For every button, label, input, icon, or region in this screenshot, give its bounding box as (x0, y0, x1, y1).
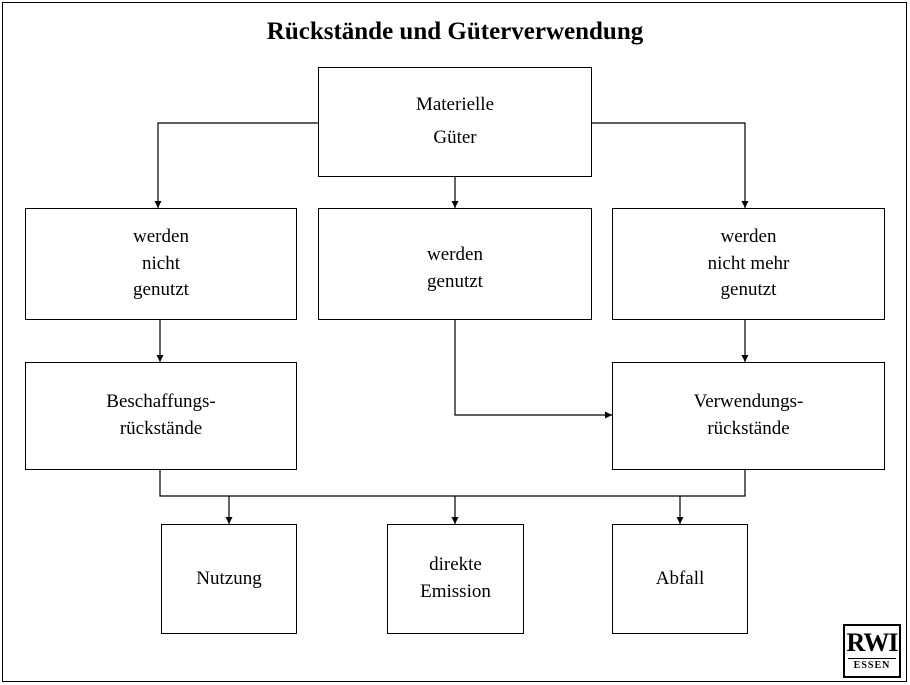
box-label-line: Nutzung (196, 567, 262, 589)
box-label-line: werden (427, 244, 483, 265)
arrow-genutzt-to-verwendung (454, 320, 612, 419)
box-label-line: genutzt (720, 279, 777, 301)
box-label-line: direkte (429, 554, 482, 576)
box-werden-nicht-mehr-genutzt: werden nicht mehr genutzt (612, 208, 885, 320)
box-label-line: genutzt (133, 279, 189, 301)
box-label-line: rückstände (707, 418, 790, 439)
rwi-essen-logo: RWI ESSEN (843, 624, 901, 678)
box-label-line: Güter (433, 127, 477, 148)
logo-text-essen: ESSEN (848, 658, 896, 673)
line-bottom-bus (159, 470, 746, 497)
box-abfall: Abfall (612, 524, 748, 634)
box-label-line: Abfall (655, 567, 705, 589)
logo-text-rwi: RWI (846, 628, 899, 657)
box-label-line: Beschaffungs- (106, 391, 216, 413)
box-materielle-gueter: Materielle Güter (318, 67, 592, 177)
box-nutzung: Nutzung (161, 524, 297, 634)
box-label-line: Verwendungs- (693, 391, 804, 413)
arrow-materielle-to-nicht-mehr-genutzt (592, 122, 749, 208)
box-werden-genutzt: werden genutzt (318, 208, 592, 320)
box-verwendungsrueckstaende: Verwendungs- rückstände (612, 362, 885, 470)
arrow-materielle-to-nicht-genutzt (154, 122, 318, 208)
box-werden-nicht-genutzt: werden nicht genutzt (25, 208, 297, 320)
box-beschaffungsrueckstaende: Beschaffungs- rückstände (25, 362, 297, 470)
box-label-line: Emission (420, 581, 491, 602)
box-label-line: nicht (142, 252, 180, 274)
box-label-line: werden (133, 226, 189, 248)
box-direkte-emission: direkte Emission (387, 524, 524, 634)
box-label-line: genutzt (427, 270, 483, 292)
box-label-line: rückstände (119, 418, 203, 439)
diagram-title: Rückstände und Güterverwendung (266, 18, 644, 45)
box-label-line: nicht mehr (707, 252, 790, 274)
box-label-line: Materielle (415, 94, 495, 116)
box-label-line: werden (720, 226, 777, 248)
